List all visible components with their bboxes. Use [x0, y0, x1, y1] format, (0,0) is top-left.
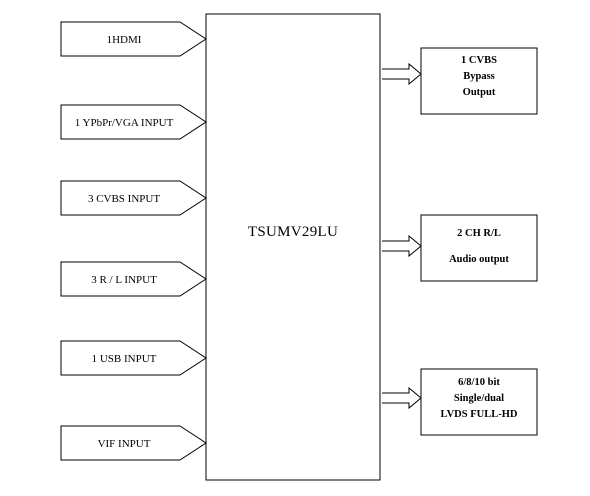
output-line: Audio output [449, 254, 509, 265]
chip-label: TSUMV29LU [248, 224, 338, 240]
output-connector-lvds [382, 386, 422, 410]
output-line: Single/dual [454, 393, 504, 404]
input-label: 1 YPbPr/VGA INPUT [75, 117, 174, 129]
output-connector-audio [382, 234, 422, 258]
output-block-lvds: 6/8/10 bit Single/dual LVDS FULL-HD [420, 368, 538, 436]
input-block-rl-audio: 3 R / L INPUT [60, 261, 207, 297]
output-block-audio: 2 CH R/L Audio output [420, 214, 538, 282]
output-line: 2 CH R/L [457, 228, 501, 239]
input-label: VIF INPUT [98, 438, 151, 450]
chip-block [205, 13, 381, 481]
input-block-usb: 1 USB INPUT [60, 340, 207, 376]
output-line: Output [463, 87, 496, 98]
output-line: Bypass [463, 71, 495, 82]
input-label: 3 R / L INPUT [91, 274, 157, 286]
input-label: 1 USB INPUT [92, 353, 157, 365]
input-label: 1HDMI [107, 34, 142, 46]
input-block-cvbs: 3 CVBS INPUT [60, 180, 207, 216]
input-label: 3 CVBS INPUT [88, 193, 160, 205]
output-line: 1 CVBS [461, 55, 497, 66]
input-block-hdmi: 1HDMI [60, 21, 207, 57]
output-line: LVDS FULL-HD [441, 409, 518, 420]
output-block-cvbs-bypass: 1 CVBS Bypass Output [420, 47, 538, 115]
output-connector-cvbs [382, 62, 422, 86]
input-block-ypbpr-vga: 1 YPbPr/VGA INPUT [60, 104, 207, 140]
input-block-vif: VIF INPUT [60, 425, 207, 461]
output-line: 6/8/10 bit [458, 377, 500, 388]
